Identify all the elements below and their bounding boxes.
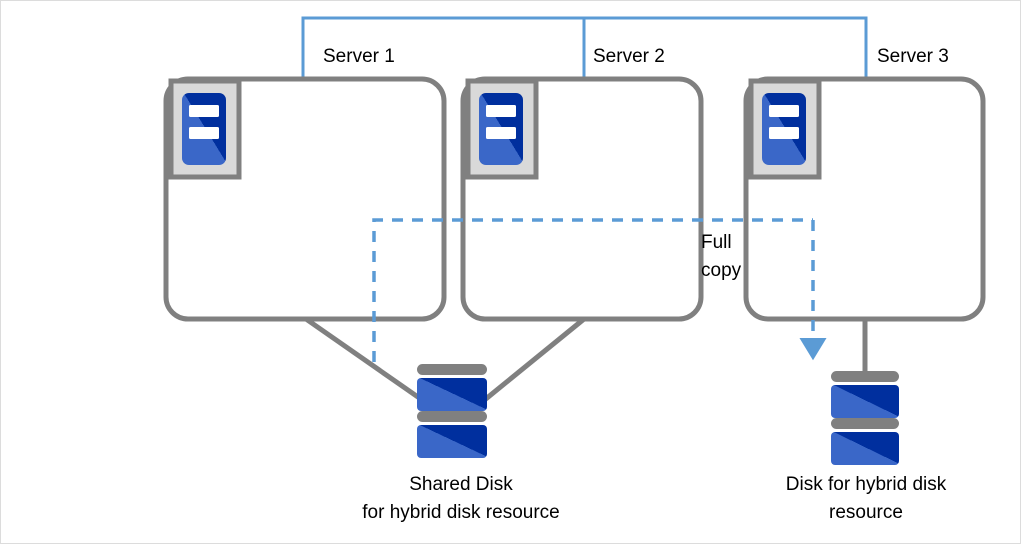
shared-disk-graphic <box>417 364 487 458</box>
server-1-label: Server 1 <box>323 46 395 67</box>
shared-disk-label-line2: for hybrid disk resource <box>362 501 560 523</box>
full-copy-label-line1: Full <box>701 232 732 253</box>
server-boxes <box>163 76 986 322</box>
full-copy-source-leg <box>372 218 813 362</box>
disk-connectors <box>304 316 868 414</box>
server-2-icon <box>465 78 539 180</box>
hybrid-disk-label: Disk for hybrid disk resource <box>736 471 996 526</box>
full-copy-path <box>372 218 827 362</box>
full-copy-label: Full copy <box>701 229 771 284</box>
server-3-label: Server 3 <box>877 46 949 67</box>
shared-disk-label: Shared Disk for hybrid disk resource <box>301 471 621 526</box>
server-2-label: Server 2 <box>593 46 665 67</box>
server-1-icon <box>168 78 242 180</box>
network-bracket <box>301 16 868 79</box>
hybrid-disk-label-line2: resource <box>829 501 903 523</box>
hybrid-disk-label-line1: Disk for hybrid disk <box>785 474 947 495</box>
shared-disk-label-line1: Shared Disk <box>409 474 513 495</box>
connector-server2-shared-disk <box>469 317 586 413</box>
connector-server1-shared-disk <box>304 316 440 414</box>
hybrid-disk-graphic <box>831 371 899 465</box>
server-3-icon <box>748 78 822 180</box>
full-copy-label-line2: copy <box>701 259 742 281</box>
